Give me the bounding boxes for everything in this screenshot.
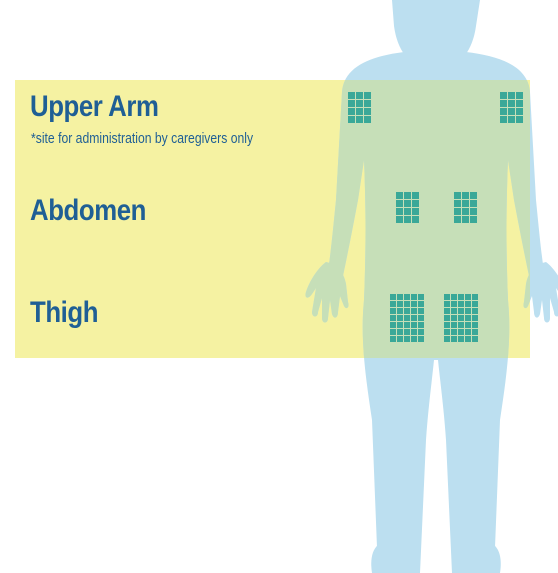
upper-arm-label: Upper Arm bbox=[30, 92, 159, 122]
upper-arm-caregiver-note: *site for administration by caregivers o… bbox=[31, 132, 253, 147]
abdomen-label: Abdomen bbox=[30, 196, 146, 226]
thigh-label: Thigh bbox=[30, 298, 98, 328]
thigh-left-site-grid bbox=[390, 294, 424, 342]
thigh-right-site-grid bbox=[444, 294, 478, 342]
